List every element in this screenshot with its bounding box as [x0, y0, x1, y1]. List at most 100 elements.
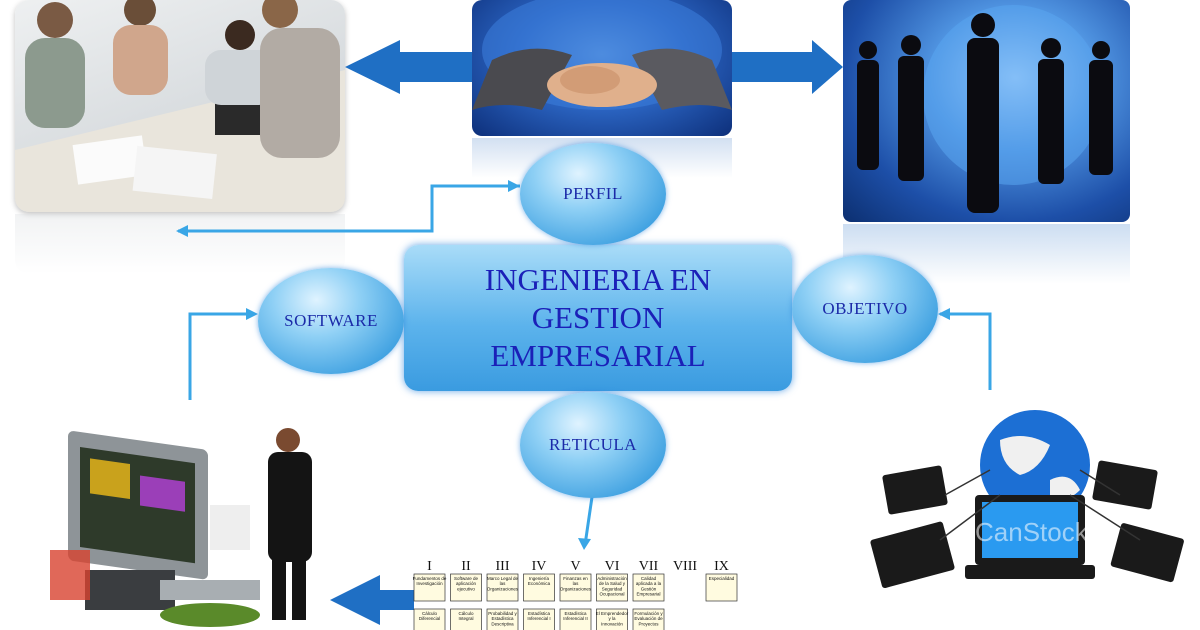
software-label: SOFTWARE — [284, 311, 378, 330]
curriculum-cell-box — [486, 608, 519, 630]
objetivo-bubble: OBJETIVO — [792, 255, 938, 363]
curriculum-cell-text: y la — [608, 616, 616, 621]
network-globe-laptops-photo: CanStock — [850, 400, 1190, 630]
curriculum-cell-text: aplicación — [456, 581, 477, 586]
perfil-arrowhead — [508, 180, 520, 192]
semester-label: VII — [639, 559, 659, 574]
curriculum-cell-box — [523, 573, 555, 602]
curriculum-cell-text: Integral — [458, 616, 473, 621]
curriculum-cell-text: aplicada a la — [636, 581, 662, 586]
curriculum-cell-box — [450, 573, 482, 602]
curriculum-cell-text: las — [500, 581, 507, 586]
curriculum-cell-text: Estadística — [491, 616, 514, 621]
semester-label: V — [570, 559, 580, 574]
curriculum-cell-text: Gestión — [641, 586, 657, 591]
curriculum-cell-box — [632, 608, 665, 630]
semester-label: II — [461, 559, 471, 574]
curriculum-cell-text: Diferencial — [419, 616, 440, 621]
objetivo-arrowhead — [938, 308, 950, 320]
curriculum-cell-text: Formulación y — [634, 611, 663, 616]
right-block-arrow — [732, 40, 843, 94]
curriculum-cell-text: Finanzas en — [563, 576, 588, 581]
curriculum-cell-text: Estadística — [528, 611, 551, 616]
center-topic-box: INGENIERIA EN GESTION EMPRESARIAL — [404, 245, 792, 391]
curriculum-cell-text: Seguridad — [602, 586, 623, 591]
curriculum-cell-box — [559, 608, 592, 630]
curriculum-cell-text: Cálculo — [422, 611, 438, 616]
curriculum-cell-text: Calidad — [641, 576, 657, 581]
office-photo-reflection — [15, 214, 345, 274]
curriculum-cell-box — [705, 573, 738, 602]
curriculum-cell-text: de la Salud y — [599, 581, 626, 586]
semester-label: IX — [714, 559, 729, 574]
office-arrowhead — [176, 225, 188, 237]
reticula-arrowhead — [578, 538, 591, 550]
curriculum-cell-text: Software de — [454, 576, 479, 581]
curriculum-cell-box — [632, 573, 665, 602]
curriculum-cell-text: Probabilidad y — [488, 611, 517, 616]
curriculum-cell-box — [413, 573, 446, 602]
curriculum-cell-text: Organizaciones — [487, 586, 519, 591]
software-bubble: SOFTWARE — [258, 268, 404, 374]
curriculum-cell-text: Evaluación de — [634, 616, 663, 621]
curriculum-cell-box — [596, 573, 628, 602]
curriculum-cell-text: Organizaciones — [560, 586, 592, 591]
semester-label: VI — [605, 559, 620, 574]
curriculum-cell-box — [413, 608, 446, 630]
curriculum-cell-text: Ingeniería — [529, 576, 550, 581]
semester-label: III — [496, 559, 510, 574]
curriculum-cell-text: Estadística — [564, 611, 587, 616]
software-arrowhead — [246, 308, 258, 320]
watermark-text: CanStock — [975, 517, 1088, 547]
perfil-bubble: PERFIL — [520, 143, 666, 245]
curriculum-cell-text: Empresarial — [636, 592, 660, 597]
curriculum-cell-text: Ocupacional — [599, 592, 624, 597]
curriculum-cell-box — [450, 608, 482, 630]
curriculum-cell-text: Cálculo — [458, 611, 474, 616]
curriculum-cell-text: Económica — [528, 581, 551, 586]
center-title-line-2: GESTION — [531, 300, 665, 335]
reticula-label: RETICULA — [548, 435, 638, 454]
bottom-left-block-arrow — [330, 575, 414, 625]
left-block-arrow — [345, 40, 472, 94]
reticula-connector — [583, 496, 594, 546]
semester-label: I — [427, 559, 432, 574]
center-title-line-1: INGENIERIA EN — [484, 262, 712, 297]
business-team-silhouettes-photo — [843, 0, 1130, 222]
curriculum-cell-text: Marco Legal de — [487, 576, 519, 581]
curriculum-cell-text: El Emprendedor — [596, 611, 629, 616]
curriculum-cell-text: Inferencial II — [563, 616, 588, 621]
curriculum-cell-text: Inferencial I — [527, 616, 550, 621]
curriculum-cell-text: Innovación — [601, 621, 623, 626]
curriculum-cell-text: ejecutivo — [457, 586, 475, 591]
curriculum-cell-box — [559, 573, 592, 602]
curriculum-cell-text: las — [573, 581, 580, 586]
handshake-photo — [472, 0, 732, 136]
software-connector — [188, 312, 255, 400]
curriculum-cell-text: Descriptiva — [491, 621, 514, 626]
curriculum-cell-text: Proyectos — [638, 621, 659, 626]
curriculum-cell-box — [596, 608, 628, 630]
curriculum-cell-text: Investigación — [416, 581, 443, 586]
objetivo-connector — [940, 312, 992, 390]
semester-label: IV — [532, 559, 547, 574]
semester-label: VIII — [673, 559, 697, 574]
curriculum-cell-text: Especialidad — [709, 576, 735, 581]
curriculum-cell-box — [486, 573, 519, 602]
perfil-connector — [178, 184, 520, 233]
